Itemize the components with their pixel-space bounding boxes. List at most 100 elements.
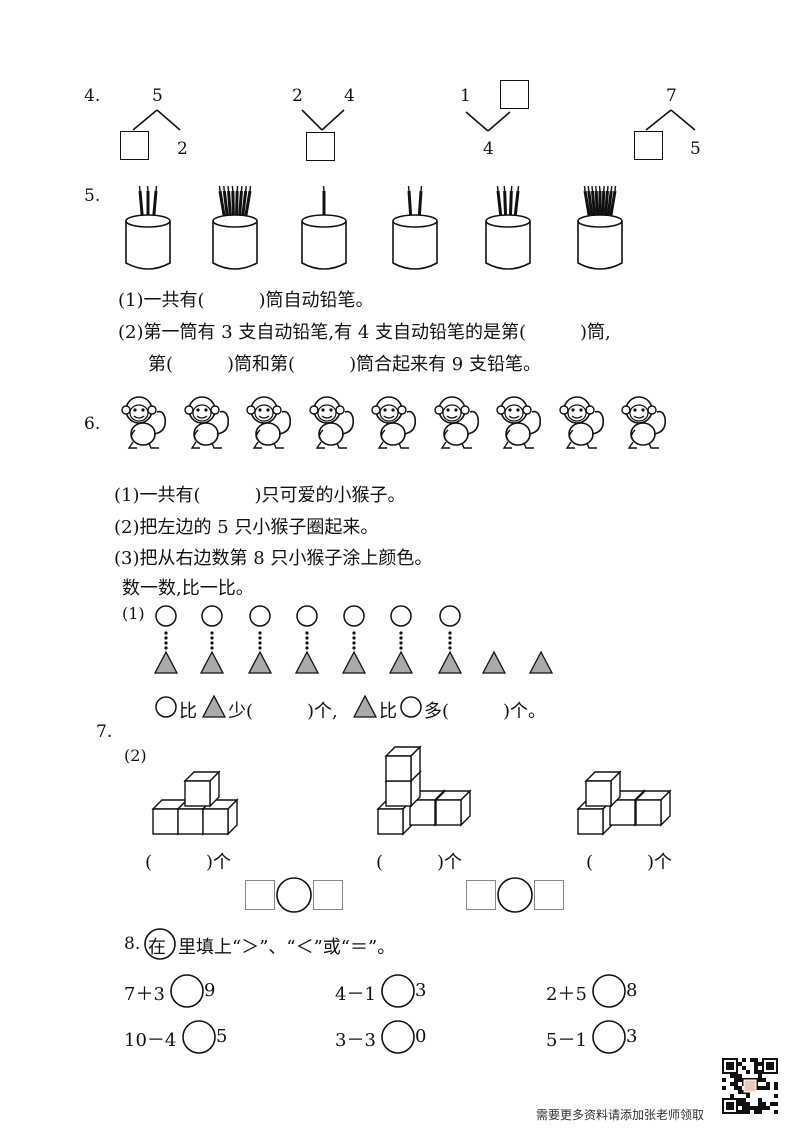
circle-5 (343, 605, 365, 627)
cube-count-1[interactable]: ( )个 (145, 852, 232, 873)
tree1-right: 2 (177, 139, 188, 159)
tree4-top: 7 (666, 86, 677, 106)
q7-number: 7. (96, 722, 113, 742)
dot-4-4 (305, 646, 309, 650)
compare-group1-left-box[interactable] (245, 880, 275, 910)
monkey-7[interactable] (496, 394, 546, 450)
dot-1-1 (164, 631, 168, 635)
dot-3-4 (258, 646, 262, 650)
pencil-cup-4 (392, 185, 438, 270)
q5-line1: (1)一共有( )筒自动铅笔。 (118, 290, 374, 311)
tree3-answer-box[interactable] (500, 80, 529, 109)
tree3-top-left: 1 (460, 86, 471, 106)
dot-3-2 (258, 636, 262, 640)
compare-circle-1 (155, 696, 177, 718)
dot-5-1 (352, 631, 356, 635)
compare-group2-left-box[interactable] (466, 880, 496, 910)
monkey-2[interactable] (183, 394, 234, 450)
pencil-cup-5 (485, 185, 531, 270)
tree1-top: 5 (152, 86, 163, 106)
compare-triangle-1 (201, 694, 227, 718)
expr-6-answer-circle[interactable] (592, 1020, 626, 1054)
triangle-7 (437, 650, 463, 674)
expr-4-right: 5 (216, 1026, 228, 1047)
cube-count-2[interactable]: ( )个 (376, 852, 463, 873)
dot-5-2 (352, 636, 356, 640)
triangle-3 (247, 650, 273, 674)
expr-1-right: 9 (204, 980, 216, 1001)
dot-1-3 (164, 641, 168, 645)
expr-3-right: 8 (626, 980, 638, 1001)
q6-number: 6. (84, 414, 101, 434)
tree1-answer-box[interactable] (120, 131, 149, 160)
q6-line3: (3)把从右边数第 8 只小猴子涂上颜色。 (114, 548, 433, 569)
triangle-6 (388, 650, 414, 674)
monkey-6[interactable] (433, 394, 484, 450)
tree2-answer-box[interactable] (306, 132, 335, 161)
cube-count-3[interactable]: ( )个 (586, 852, 673, 873)
monkey-1[interactable] (121, 394, 171, 450)
q5-number: 5. (84, 186, 101, 206)
q5-line2: (2)第一筒有 3 支自动铅笔,有 4 支自动铅笔的是第( )筒, (118, 322, 611, 343)
expr-5-left: 3－3 (335, 1030, 376, 1051)
expr-2-answer-circle[interactable] (381, 974, 415, 1008)
dot-3-3 (258, 641, 262, 645)
expr-6-right: 3 (626, 1026, 638, 1047)
q6-line1: (1)一共有( )只可爱的小猴子。 (114, 485, 406, 506)
expr-6-left: 5－1 (546, 1030, 587, 1051)
dot-4-1 (305, 631, 309, 635)
triangle-1 (153, 650, 179, 674)
expr-1-answer-circle[interactable] (170, 974, 204, 1008)
circle-6 (390, 605, 412, 627)
monkey-8[interactable] (558, 394, 609, 450)
triangle-4 (294, 650, 320, 674)
dot-1-4 (164, 646, 168, 650)
dot-7-2 (448, 636, 452, 640)
dot-5-3 (352, 641, 356, 645)
qr-code (722, 1058, 778, 1114)
compare-text-1: 比 (179, 701, 197, 722)
q8-number: 8. (124, 934, 141, 954)
expr-3-left: 2＋5 (546, 984, 587, 1005)
triangle-5 (341, 650, 367, 674)
circle-4 (296, 605, 318, 627)
q8-instruction-post: 里填上“＞”、“＜”或“＝”。 (178, 937, 396, 958)
expr-3-answer-circle[interactable] (592, 974, 626, 1008)
tree2-top-left: 2 (292, 86, 303, 106)
tree4-answer-box[interactable] (634, 131, 663, 160)
expr-5-answer-circle[interactable] (381, 1020, 415, 1054)
monkey-9[interactable] (621, 394, 671, 450)
pencil-cup-3 (301, 185, 347, 270)
tree4-right: 5 (690, 139, 701, 159)
dot-1-2 (164, 636, 168, 640)
monkey-3[interactable] (246, 394, 296, 450)
q4-number: 4. (84, 86, 101, 106)
dot-2-1 (210, 631, 214, 635)
tree3-bottom: 4 (483, 139, 494, 159)
expr-2-right: 3 (415, 980, 427, 1001)
monkey-4[interactable] (308, 394, 359, 450)
fig3-cube-c (634, 789, 672, 827)
compare-group1-right-box[interactable] (313, 880, 343, 910)
expr-2-left: 4－1 (335, 984, 376, 1005)
dot-7-3 (448, 641, 452, 645)
compare-group2-right-box[interactable] (534, 880, 564, 910)
compare-text-3: 比 (379, 701, 397, 722)
footer-text: 需要更多资料请添加张老师领取 (536, 1108, 705, 1122)
dot-5-4 (352, 646, 356, 650)
triangle-2 (199, 650, 225, 674)
circle-1 (155, 605, 177, 627)
dot-2-2 (210, 636, 214, 640)
monkey-5[interactable] (371, 394, 421, 450)
expr-4-answer-circle[interactable] (182, 1020, 216, 1054)
dot-6-4 (399, 646, 403, 650)
dot-4-3 (305, 641, 309, 645)
triangle-9 (528, 650, 554, 674)
dot-2-4 (210, 646, 214, 650)
pencil-cup-6 (577, 185, 623, 270)
